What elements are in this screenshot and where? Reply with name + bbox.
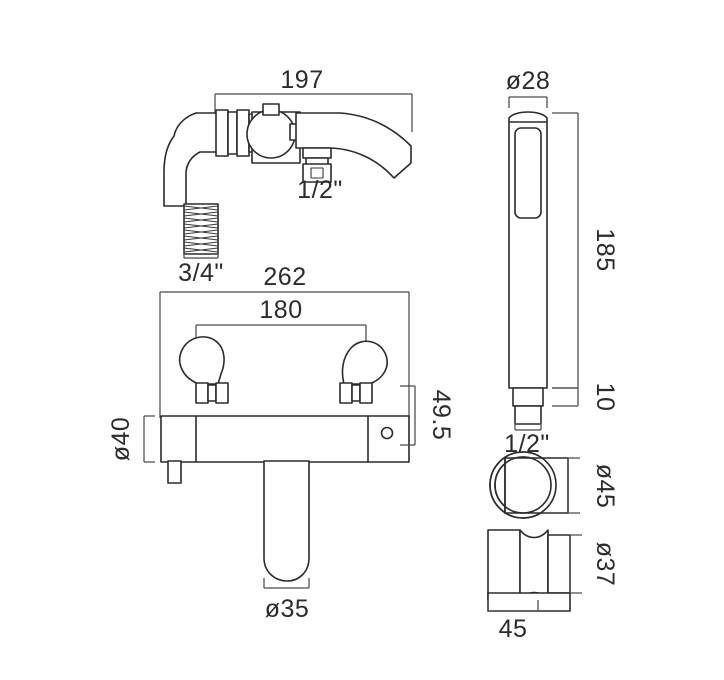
label-262: 262	[263, 263, 306, 291]
handle-right-collar	[339, 382, 373, 404]
label-d40: ø40	[107, 417, 135, 462]
inlet-connector-half-inch	[302, 147, 332, 183]
dimension-10	[552, 387, 579, 407]
diverter-stub	[167, 460, 182, 484]
thread-hatching	[183, 205, 219, 253]
label-d45-dia: ø45	[591, 464, 619, 509]
label-49-5: 49.5	[427, 390, 455, 441]
dimension-262	[159, 291, 410, 418]
label-d35: ø35	[265, 595, 310, 623]
view-front-body	[143, 291, 416, 589]
label-185: 185	[591, 228, 619, 271]
dimension-45	[487, 600, 539, 612]
handset-outlet-elbow	[163, 112, 218, 207]
dimension-185	[552, 112, 579, 389]
label-45: 45	[499, 615, 528, 643]
valve-cartridge	[246, 103, 296, 159]
handle-left	[178, 336, 225, 385]
dimension-d28	[508, 96, 548, 108]
view-wall-outlet-side	[487, 529, 582, 612]
label-three-quarter-inch: 3/4"	[178, 259, 224, 287]
label-d37-dia: ø37	[591, 542, 619, 587]
label-180: 180	[259, 296, 302, 324]
dimension-d40	[143, 415, 155, 463]
handset-lower-collar	[512, 387, 544, 407]
handset-grip-panel	[514, 127, 542, 219]
label-197: 197	[280, 66, 323, 94]
mixer-body-bar	[160, 415, 410, 463]
view-wall-outlet-front	[489, 451, 580, 519]
label-half-inch-top: 1/2"	[297, 176, 343, 204]
spout-body	[295, 112, 412, 179]
spout-column	[263, 460, 310, 582]
dimension-d37-dia	[569, 534, 582, 594]
view-handset	[508, 96, 579, 431]
outlet-hole	[380, 426, 394, 440]
view-top-assembly	[163, 93, 413, 259]
label-handset-half-inch: 1/2"	[504, 430, 550, 458]
hose-thread-connector	[183, 203, 219, 255]
handle-right	[341, 340, 388, 386]
handle-left-collar	[195, 382, 229, 404]
label-d28: ø28	[506, 67, 551, 95]
label-10: 10	[591, 383, 619, 412]
dimension-handset-half-inch	[514, 421, 542, 431]
dimension-three-quarter-inch	[183, 250, 219, 259]
dimension-49-5	[400, 385, 416, 446]
dimension-d35	[263, 578, 310, 589]
handset-thread-connector	[514, 405, 542, 425]
dimension-d45-dia	[567, 457, 580, 514]
